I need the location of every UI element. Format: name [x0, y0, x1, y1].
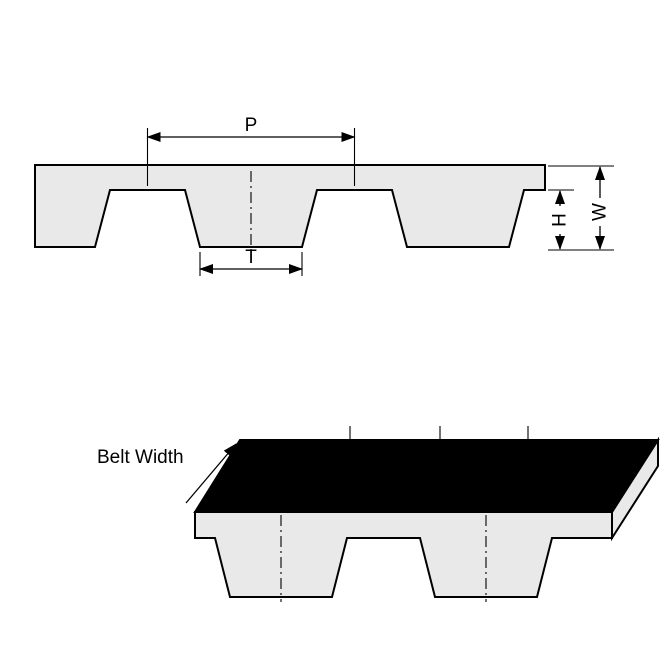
belt-iso-view: Belt Width	[97, 426, 660, 602]
belt-width-arrow	[185, 443, 237, 504]
height-label: H	[550, 213, 571, 227]
belt-front-face	[194, 511, 613, 598]
belt-top-surface	[193, 439, 660, 513]
belt-profile-outline	[34, 164, 546, 248]
thickness-label: W	[590, 203, 611, 221]
tooth-width-label: T	[245, 247, 257, 268]
belt-width-label: Belt Width	[97, 447, 184, 468]
pitch-label: P	[245, 115, 258, 136]
belt-profile-view: P T H W	[34, 115, 614, 276]
